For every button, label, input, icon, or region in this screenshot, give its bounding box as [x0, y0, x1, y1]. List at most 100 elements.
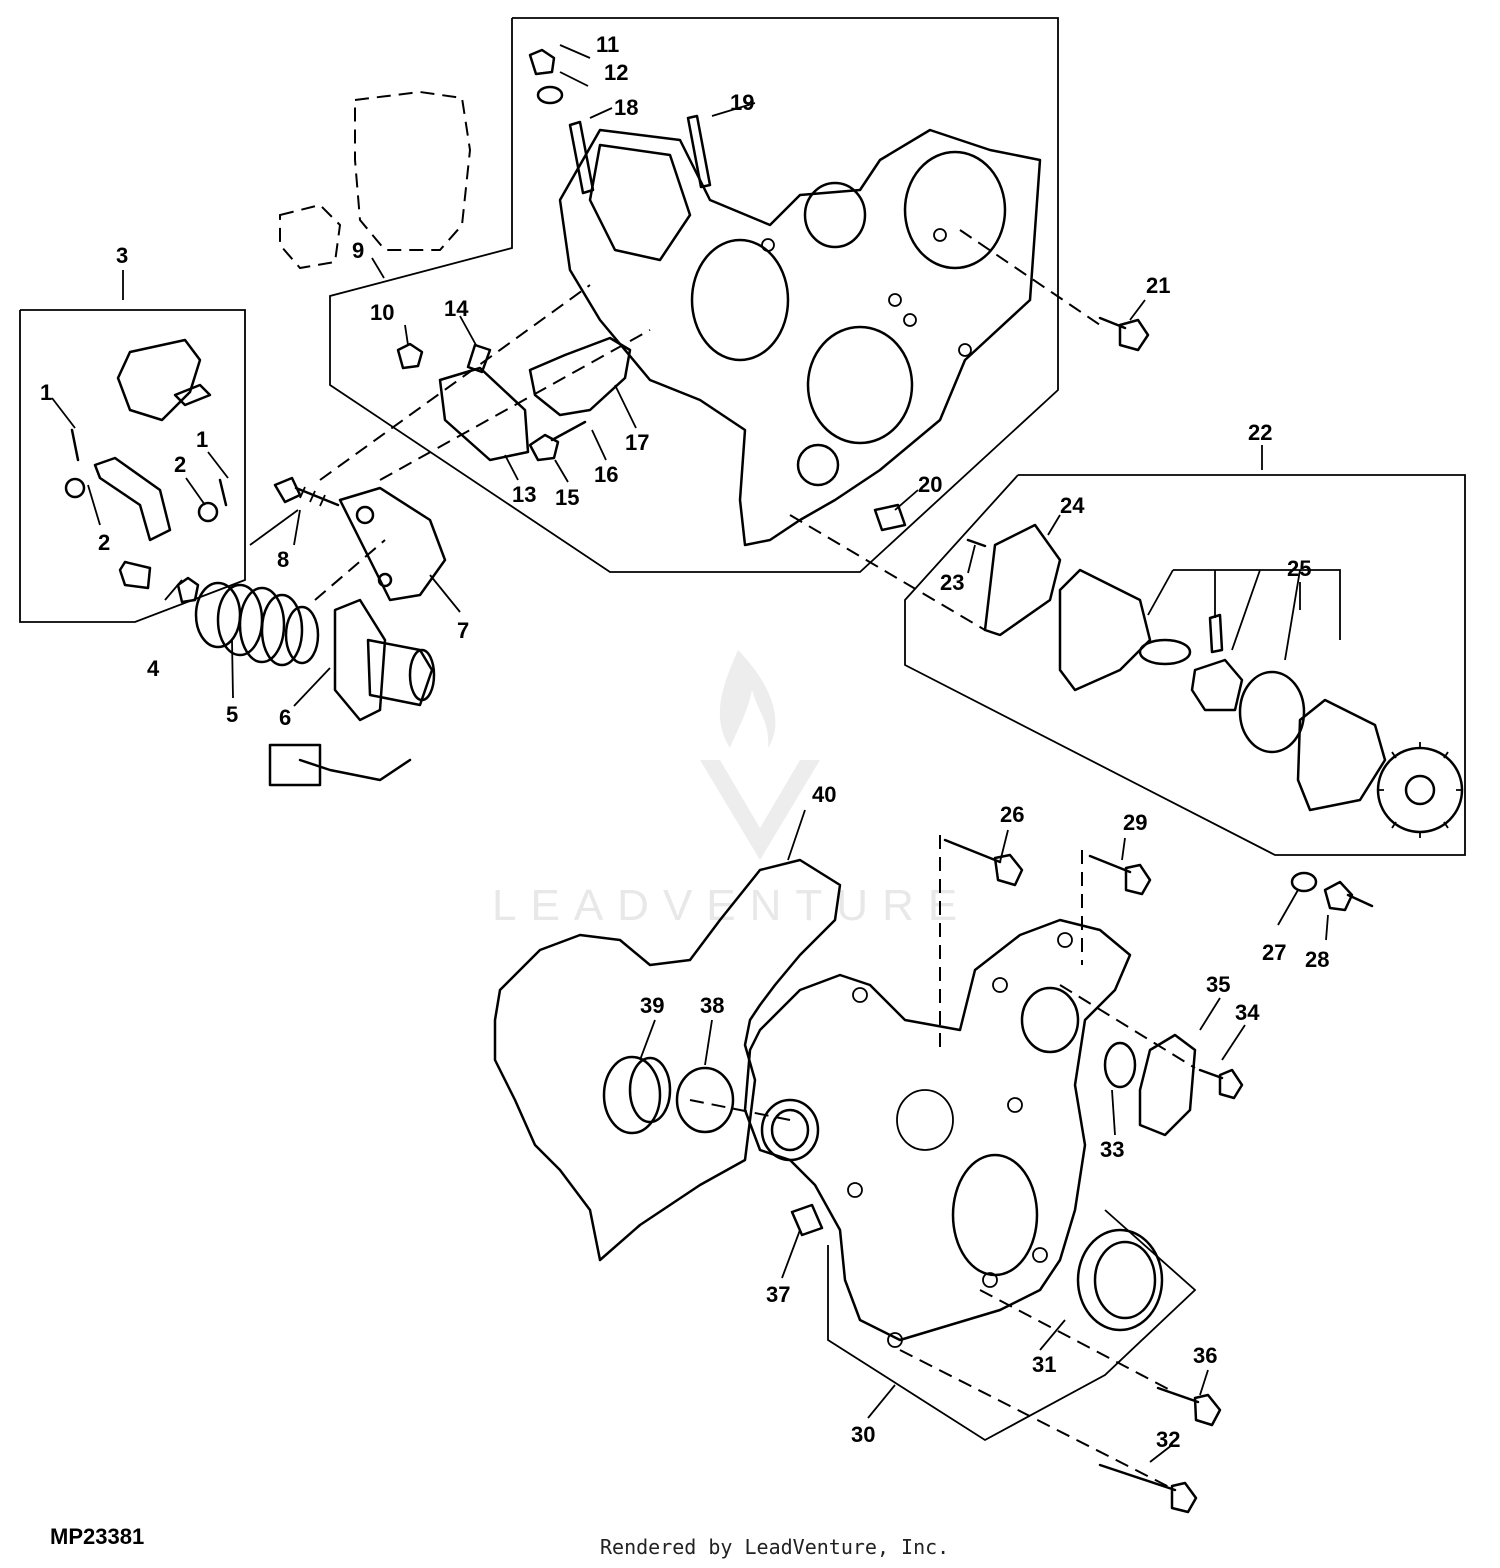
group-box-22: [904, 474, 1466, 856]
callout-labels: 1 1 2 2 3 4 5 6 7 8 9 10 11 12 13 14 15 …: [40, 32, 1329, 1452]
bracket-7: [338, 486, 447, 602]
linkage-block: [118, 560, 152, 590]
stud-19: [686, 114, 712, 189]
gasket-13: [438, 366, 530, 462]
callout-26: 26: [1000, 802, 1024, 827]
bolt-28: [1323, 880, 1374, 912]
callout-5: 5: [226, 702, 238, 727]
callout-9: 9: [352, 238, 364, 263]
callout-4: 4: [147, 656, 160, 681]
callout-12: 12: [604, 60, 628, 85]
callout-23: 23: [940, 570, 964, 595]
dowel-37: [790, 1203, 824, 1237]
bolt-15: [528, 420, 587, 462]
callout-40: 40: [812, 782, 836, 807]
callout-1-left: 1: [40, 380, 52, 405]
callout-16: 16: [594, 462, 618, 487]
bolt-8: [273, 476, 340, 507]
linkage-assembly: [64, 338, 228, 604]
dowel-20: [873, 503, 907, 532]
callout-15: 15: [555, 485, 579, 510]
callout-8: 8: [277, 547, 289, 572]
callout-29: 29: [1123, 810, 1147, 835]
bolt-36: [1156, 1386, 1222, 1427]
linkage-lever: [93, 456, 172, 542]
nut-10: [396, 342, 424, 370]
callout-27: 27: [1262, 940, 1286, 965]
cotter-pin-1-right: [218, 478, 228, 507]
drive-pin-25: [1208, 613, 1224, 654]
callout-10: 10: [370, 300, 394, 325]
watermark: LEADVENTURE: [492, 650, 971, 930]
washer-12: [536, 85, 564, 105]
callout-6: 6: [279, 705, 291, 730]
drive-gear: [1376, 746, 1464, 834]
callout-31: 31: [1032, 1352, 1056, 1377]
callout-21: 21: [1146, 273, 1170, 298]
callout-13: 13: [512, 482, 536, 507]
stud-14: [466, 343, 492, 374]
callout-18: 18: [614, 95, 638, 120]
callout-37: 37: [766, 1282, 790, 1307]
callout-7: 7: [457, 618, 469, 643]
callout-20: 20: [918, 472, 942, 497]
outer-rotor-25: [1238, 670, 1306, 754]
callout-24: 24: [1060, 493, 1085, 518]
callout-22: 22: [1248, 420, 1272, 445]
cotter-pin-1-left: [70, 428, 80, 462]
washer-2-right: [197, 501, 219, 523]
pin-23: [966, 538, 987, 548]
callout-36: 36: [1193, 1343, 1217, 1368]
seal-31: [1076, 1228, 1164, 1332]
bolt-21: [1098, 316, 1150, 352]
callout-38: 38: [700, 993, 724, 1018]
o-ring-38: [675, 1066, 735, 1134]
callout-30: 30: [851, 1422, 875, 1447]
washer-27: [1290, 871, 1318, 893]
plate-24: [983, 523, 1062, 637]
bellows-5: [194, 581, 320, 667]
callout-28: 28: [1305, 947, 1329, 972]
callout-25: 25: [1287, 556, 1311, 581]
callout-17: 17: [625, 430, 649, 455]
solenoid-6: [268, 598, 436, 787]
pump-cover: [1296, 698, 1387, 812]
cover-plate-35: [1138, 1033, 1197, 1137]
cover-16-17: [528, 336, 632, 417]
pump-dashed-outline: [279, 90, 472, 270]
o-ring-33: [1103, 1041, 1137, 1089]
callout-32: 32: [1156, 1427, 1180, 1452]
bolt-34: [1198, 1068, 1244, 1100]
group-box-30: [827, 1209, 1197, 1442]
rendered-by-credit: Rendered by LeadVenture, Inc.: [600, 1535, 950, 1559]
group-box-9: [329, 17, 1059, 573]
bolt-29: [1088, 854, 1152, 896]
nut-4: [176, 576, 200, 604]
callout-33: 33: [1100, 1137, 1124, 1162]
front-cover-30: [743, 918, 1132, 1348]
bolt-32: [1098, 1463, 1198, 1514]
nut-11: [528, 48, 556, 76]
callout-2-right: 2: [174, 452, 186, 477]
linkage-bolt: [173, 383, 212, 407]
inner-rotor-25: [1190, 658, 1244, 712]
leader-lines: [51, 44, 1341, 1463]
callout-1-right: 1: [196, 427, 208, 452]
pump-body-plate: [1058, 568, 1152, 692]
gasket-40: [493, 858, 842, 1262]
alignment-lines: [314, 229, 1196, 1491]
stud-18: [568, 120, 595, 195]
callout-35: 35: [1206, 972, 1230, 997]
linkage-housing: [116, 338, 202, 422]
watermark-text: LEADVENTURE: [492, 881, 971, 930]
callout-14: 14: [444, 296, 469, 321]
group-box-3: [19, 309, 246, 623]
timing-gear-housing: [558, 128, 1042, 547]
callout-39: 39: [640, 993, 664, 1018]
shaft-25: [1138, 638, 1192, 666]
gear-teeth: [1378, 742, 1462, 838]
bolt-26: [943, 838, 1024, 887]
plug-39: [602, 1055, 672, 1135]
callout-3: 3: [116, 243, 128, 268]
